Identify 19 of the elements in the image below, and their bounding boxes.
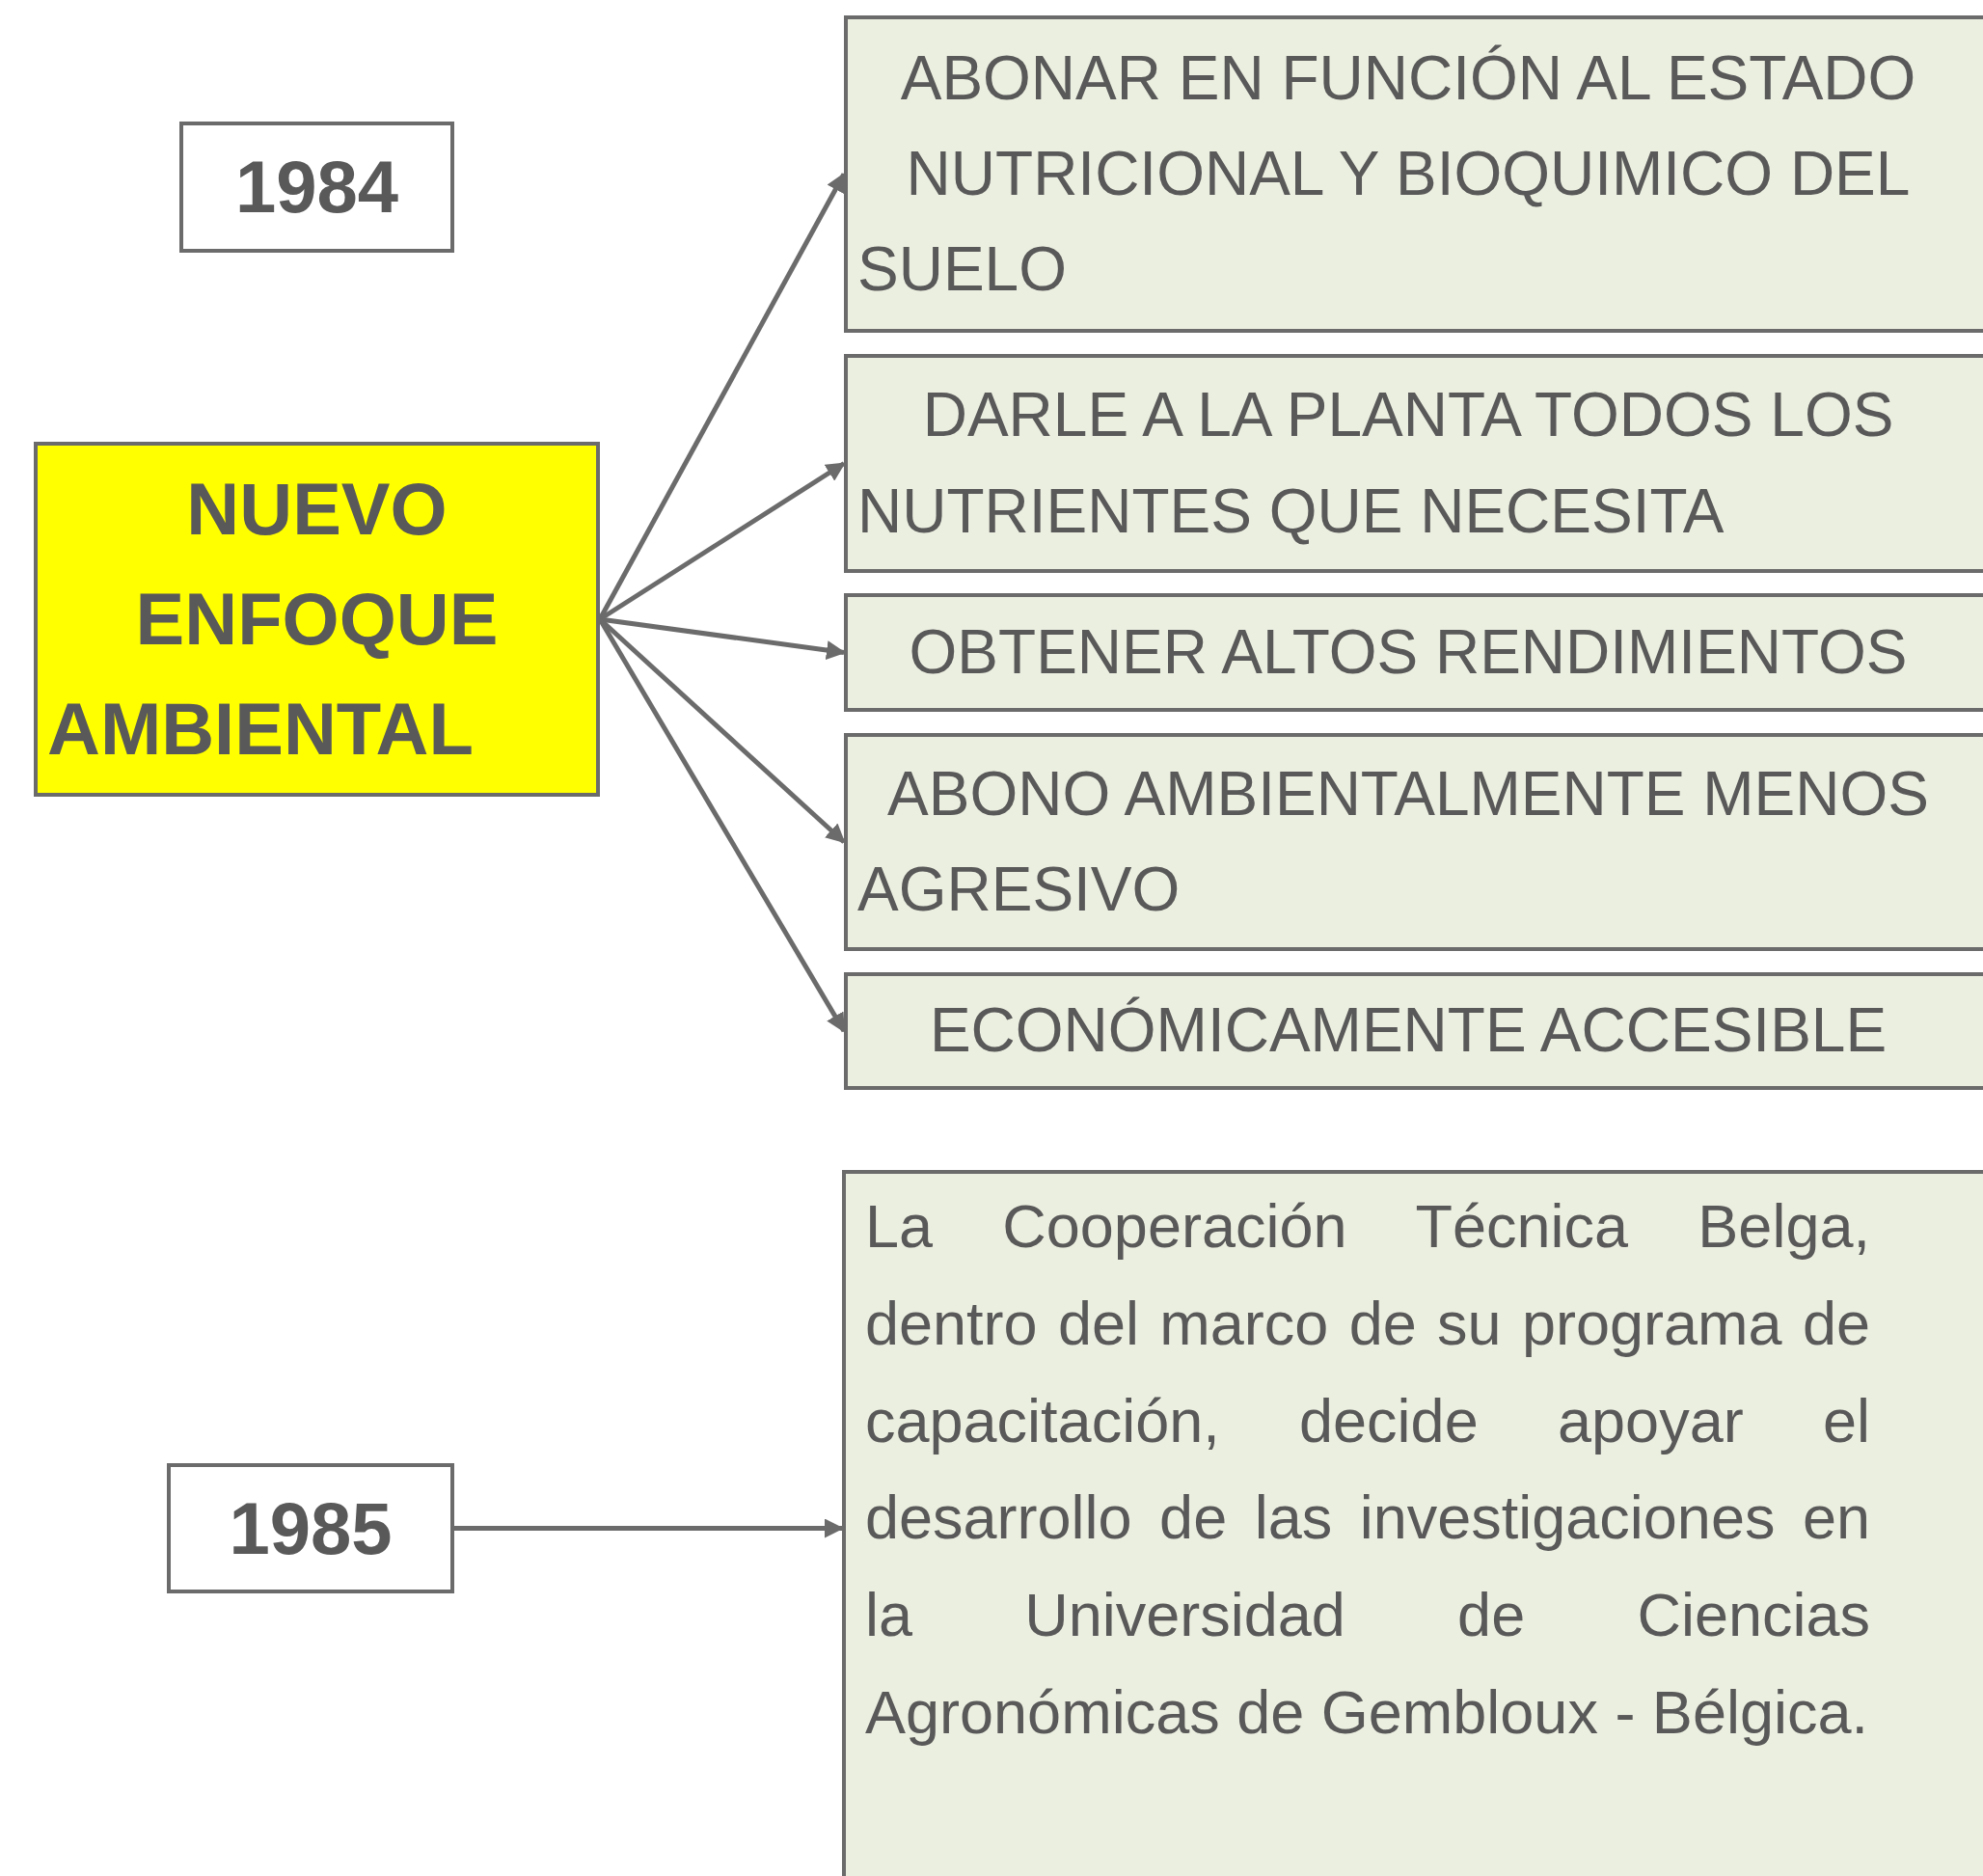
topic-box [34,442,600,797]
item-text: OBTENER ALTOS RENDIMIENTOS [909,615,1908,689]
year-box [179,122,454,253]
item-box [844,15,1983,333]
arrow [454,1518,844,1538]
item-box [844,733,1983,951]
item-text: ECONÓMICAMENTE ACCESIBLE [929,994,1888,1068]
item-text: ABONO AMBIENTALMENTE MENOS AGRESIVO [857,757,1930,926]
item-box [844,593,1983,712]
item-text: DARLE A LA PLANTA TODOS LOS NUTRIENTES QUE NECESITA [857,379,1895,548]
item-box [844,354,1983,573]
year-box [167,1463,454,1593]
paragraph-text: La Cooperación Técnica Belga, dentro del marco de su programa de capacitación, decide apoyar el desarrollo de las investigaciones en la Universidad de Ciencias Agronómicas de Gembloux - Bélgica. [865,1191,1870,1748]
item-text: ABONAR EN FUNCIÓN AL ESTADO NUTRICIONAL Y BIOQUIMICO DEL SUELO [857,41,1917,307]
text-box [842,1170,1983,1876]
year-label: 1985 [229,1485,393,1571]
item-box [844,972,1983,1090]
year-label: 1984 [234,145,399,231]
topic-label: NUEVO ENFOQUE AMBIENTAL [47,467,500,772]
